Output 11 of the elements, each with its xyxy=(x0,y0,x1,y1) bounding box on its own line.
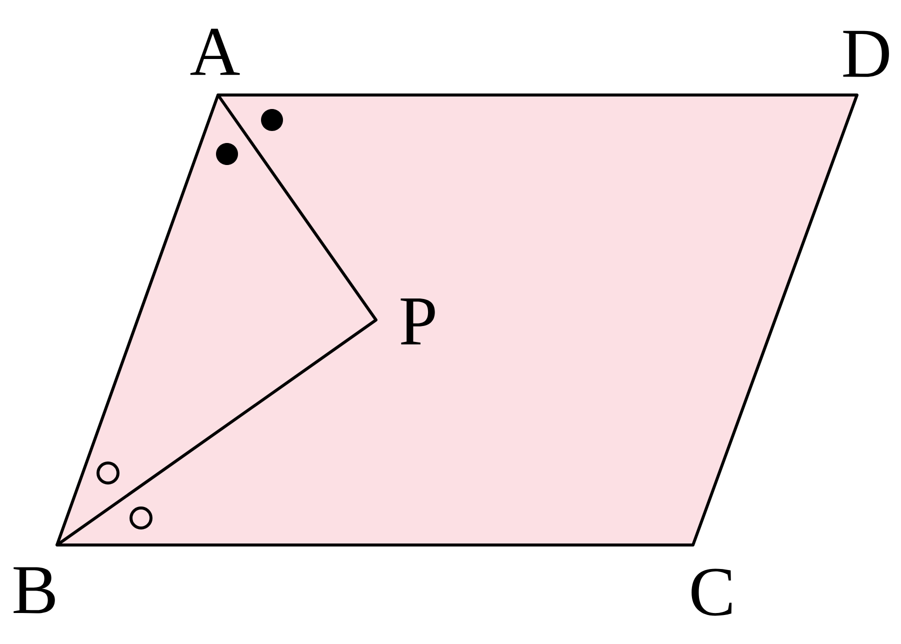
vertex-label: C xyxy=(692,568,732,616)
vertex-label: A xyxy=(190,28,240,75)
vertex-label: D xyxy=(843,30,889,77)
line-segment xyxy=(56,544,694,546)
vertex-label: P xyxy=(400,298,435,344)
line-segment xyxy=(216,94,858,96)
vertex-label: B xyxy=(14,567,55,614)
line-segment xyxy=(56,94,220,546)
line-segment xyxy=(56,318,378,546)
line-segment xyxy=(216,94,378,322)
line-segment xyxy=(692,94,858,546)
